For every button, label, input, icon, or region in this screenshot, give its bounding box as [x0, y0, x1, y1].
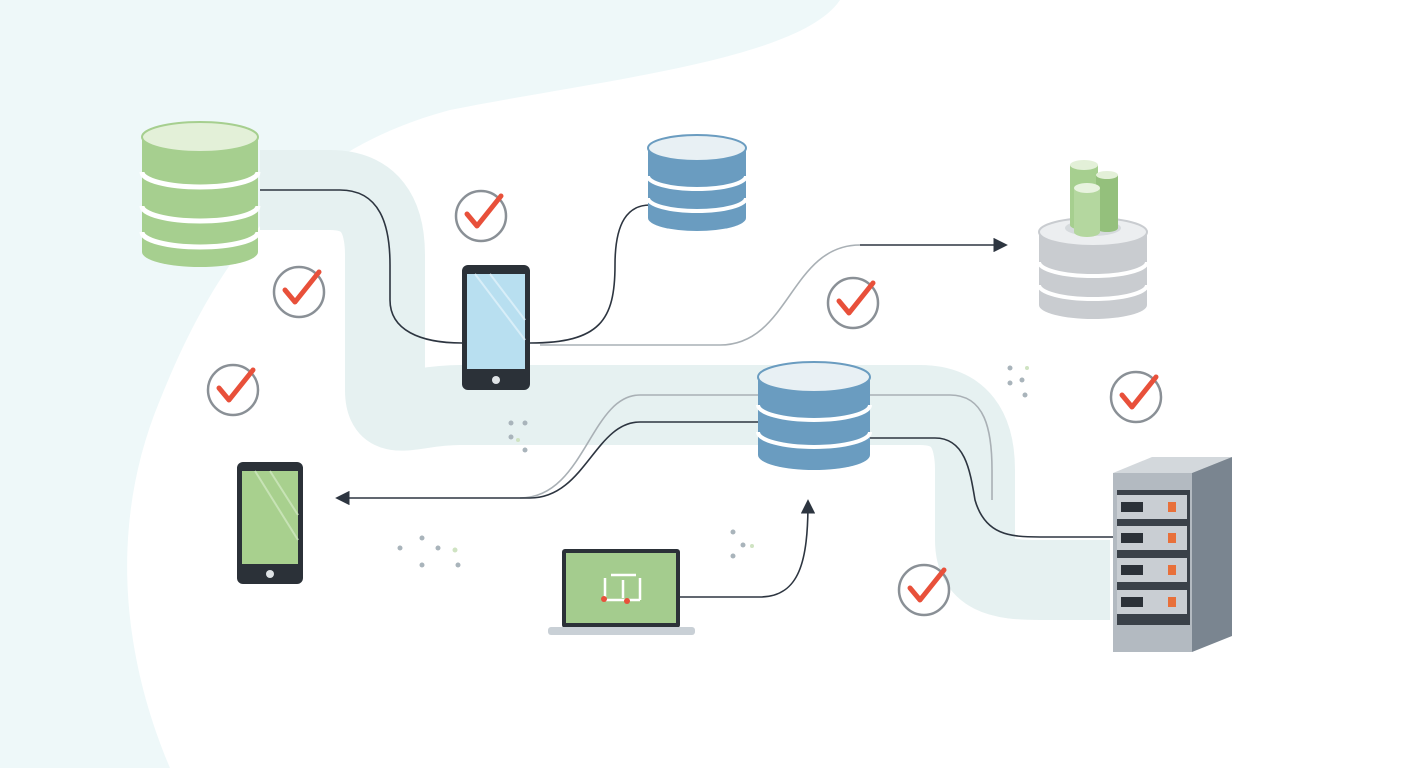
line-center-to-phone-faint [519, 394, 758, 499]
line-center-to-server [870, 437, 1115, 538]
database-stack-icon [1037, 160, 1149, 319]
line-db-to-phone [260, 189, 463, 344]
phone-icon [462, 265, 530, 390]
connection-lines [260, 189, 1115, 598]
line-center-right-faint [870, 394, 993, 500]
database-icon [756, 361, 872, 470]
server-rack-icon [1113, 457, 1232, 652]
laptop-icon [548, 549, 695, 635]
line-center-to-phone [335, 421, 758, 506]
check-circle-icon [456, 191, 506, 241]
check-circle-icon [1111, 372, 1161, 422]
line-laptop-to-center [680, 499, 816, 598]
check-circle-icon [274, 267, 324, 317]
database-icon [646, 134, 748, 231]
database-icon [139, 121, 261, 267]
phone-icon [237, 462, 303, 584]
flow-band [260, 150, 1110, 620]
check-circle-icon [899, 565, 949, 615]
line-phone-to-stack [540, 244, 861, 346]
check-circle-icon [828, 278, 878, 328]
check-circle-icon [208, 365, 258, 415]
line-phone-to-blue-db [529, 204, 651, 344]
dot-cluster [397, 365, 1029, 568]
